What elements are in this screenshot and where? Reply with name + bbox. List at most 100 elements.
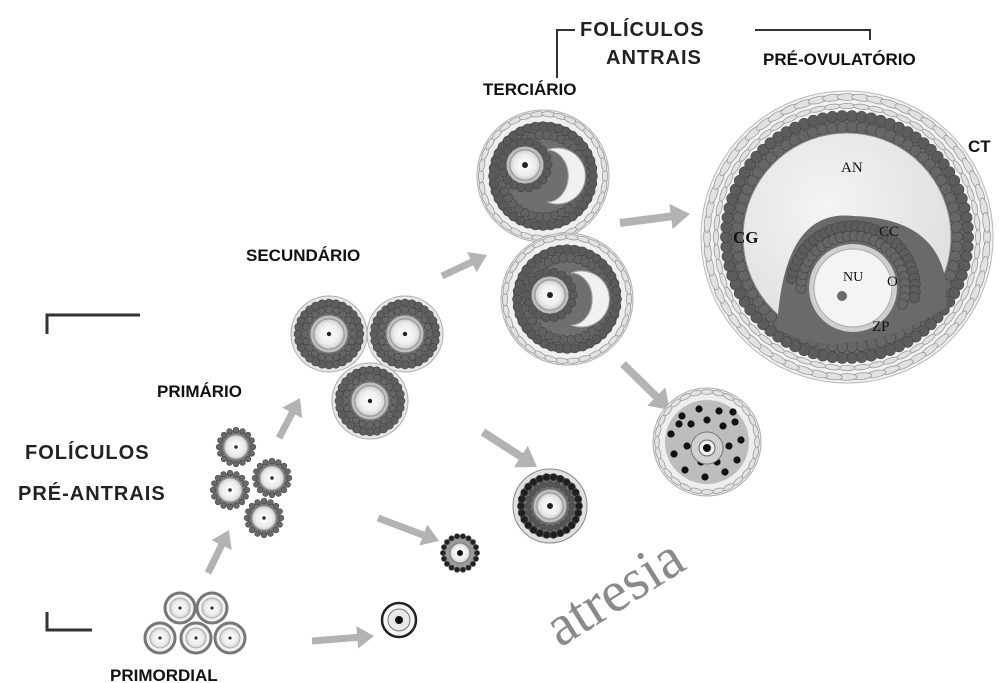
granulosa-cell [306, 345, 313, 352]
granulosa-cell [374, 375, 381, 382]
granulosa-cell [426, 331, 433, 338]
granulosa-cell [817, 124, 828, 135]
granulosa-cell [249, 503, 255, 509]
granulosa-cell [499, 169, 507, 177]
theca-cell [701, 390, 713, 395]
pyknotic-cell [460, 534, 465, 539]
pyknotic-cell [543, 474, 550, 481]
granulosa-cell [285, 482, 291, 488]
granulosa-cell [817, 113, 828, 124]
label-secundario: SECUNDÁRIO [246, 246, 360, 265]
pyknotic-cell [441, 556, 446, 561]
granulosa-cell [529, 490, 535, 496]
theca-cell [839, 103, 855, 108]
granulosa-cell [333, 308, 340, 315]
pyknotic-cell [474, 550, 479, 555]
granulosa-cell [378, 331, 385, 338]
arrow-secondary-to-atresia [481, 429, 537, 468]
pyknotic-cell [517, 502, 524, 509]
granulosa-cell [525, 503, 531, 509]
label-primordial: PRIMORDIAL [110, 666, 218, 683]
bracket-top [47, 315, 140, 334]
secondary-follicles [291, 296, 443, 439]
theca-cell [655, 436, 660, 448]
oocyte-nucleus [547, 503, 553, 509]
pyknotic-cell [683, 442, 690, 449]
oocyte-nucleus [327, 332, 331, 336]
granulosa-cell [249, 451, 255, 457]
granulosa-cell [367, 374, 374, 381]
theca-cell [713, 229, 718, 245]
granulosa-cell [215, 475, 221, 481]
primordial-follicle [145, 623, 175, 653]
granulosa-cell [547, 481, 553, 487]
granulosa-cell [227, 460, 233, 466]
granulosa-cell [396, 390, 404, 398]
pyknotic-cell [444, 539, 449, 544]
granulosa-cell [311, 350, 318, 357]
granulosa-cell [211, 494, 217, 500]
granulosa-cell [302, 331, 309, 338]
granulosa-cell [340, 350, 347, 357]
primordial-follicle [165, 593, 195, 623]
granulosa-cell [532, 181, 540, 189]
granulosa-cell [424, 323, 431, 330]
tertiary-follicle [477, 110, 609, 242]
pyknotic-nucleus [395, 616, 403, 624]
arrow-primary-to-atresia [377, 515, 439, 546]
granulosa-cell [554, 524, 560, 530]
pyknotic-cell [460, 567, 465, 572]
granulosa-cell [347, 412, 354, 419]
granulosa-cell [217, 438, 223, 444]
granulosa-cell [277, 509, 283, 515]
granulosa-cell [402, 355, 409, 362]
granulosa-cell [950, 251, 961, 262]
theca-cell [755, 436, 760, 448]
granulosa-cell [261, 498, 267, 504]
label-atresia: atresia [532, 524, 695, 659]
pyknotic-cell [572, 489, 579, 496]
pyknotic-cell [550, 474, 557, 481]
pyknotic-cell [449, 565, 454, 570]
granulosa-cell [352, 378, 359, 385]
primary-follicle [216, 427, 256, 467]
granulosa-cell [409, 308, 416, 315]
label-cg: CG [733, 228, 759, 247]
pyknotic-cell [725, 442, 732, 449]
granulosa-cell [387, 350, 394, 357]
label-terciario: TERCIÁRIO [483, 80, 577, 99]
granulosa-cell [344, 405, 351, 412]
pyknotic-cell [454, 567, 459, 572]
granulosa-cell [253, 482, 259, 488]
oocyte-nucleus [228, 488, 232, 492]
theca-cell [839, 365, 855, 370]
granulosa-cell [255, 531, 261, 537]
pyknotic-cell [466, 565, 471, 570]
granulosa-cell [263, 491, 269, 497]
oocyte-nucleus [368, 399, 372, 403]
granulosa-cell [540, 524, 546, 530]
granulosa-cell [382, 345, 389, 352]
oocyte-nucleus [194, 636, 197, 639]
granulosa-cell [343, 398, 350, 405]
label-foliculos-antrais-line2: ANTRAIS [606, 47, 702, 69]
granulosa-cell [856, 340, 867, 351]
granulosa-cell [565, 516, 571, 522]
atretic-follicle-antral [653, 388, 761, 496]
pyknotic-cell [733, 456, 740, 463]
granulosa-cell [866, 350, 877, 361]
granulosa-cell [517, 183, 525, 191]
granulosa-cell [416, 350, 423, 357]
granulosa-cell [268, 531, 274, 537]
granulosa-cell [526, 496, 532, 502]
granulosa-cell [374, 420, 381, 427]
oocyte-nucleus [262, 516, 266, 520]
label-zp: ZP [872, 319, 890, 335]
granulosa-cell [827, 122, 838, 133]
granulosa-cell [234, 503, 240, 509]
cumulus-cell [897, 299, 907, 309]
granulosa-cell [550, 313, 558, 321]
oocyte-nucleus [234, 445, 238, 449]
granulosa-cell [233, 461, 239, 467]
